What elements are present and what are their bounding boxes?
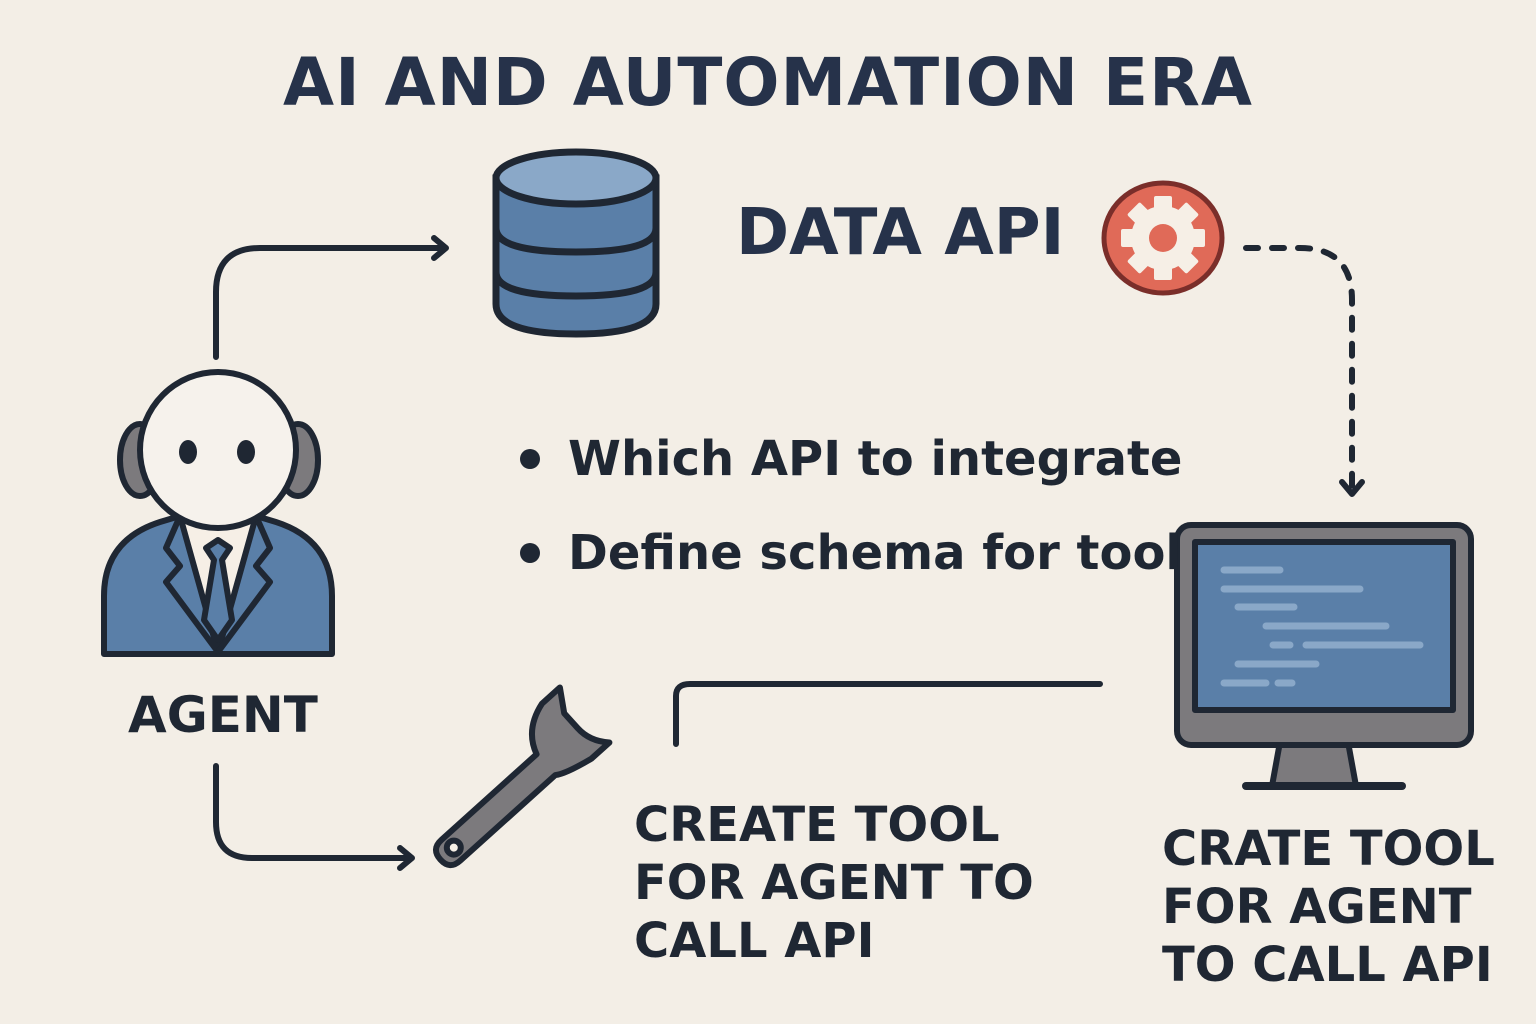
bullet-text: Define schema for tool [568,525,1182,581]
monitor-code-icon [1174,522,1474,790]
arrow-agent-to-database [213,235,449,360]
agent-label: AGENT [128,686,318,744]
connector-tool-to-computer [673,681,1103,747]
dashed-arrow-api-to-computer [1243,245,1365,497]
caption-line: FOR AGENT [1162,879,1472,935]
caption-line: CREATE TOOL [634,797,1000,853]
bullet-icon [520,449,540,469]
database-icon [492,148,660,338]
gear-icon [1101,180,1225,296]
agent-businessman-icon [101,369,335,657]
create-tool-caption: CREATE TOOL FOR AGENT TO CALL API [634,796,1034,970]
caption-line: CRATE TOOL [1162,821,1495,877]
caption-line: CALL API [634,913,875,969]
arrow-agent-to-tool [213,763,415,871]
caption-line: TO CALL API [1162,937,1493,993]
bullet-icon [520,543,540,563]
data-api-label: DATA API [736,196,1065,270]
requirements-list: Which API to integrate Define schema for… [520,412,1182,600]
bullet-text: Which API to integrate [568,431,1183,487]
caption-line: FOR AGENT TO [634,855,1034,911]
list-item: Define schema for tool [520,506,1182,600]
wrench-icon [433,684,613,869]
computer-step-caption: CRATE TOOL FOR AGENT TO CALL API [1162,820,1495,994]
diagram-title: AI AND AUTOMATION ERA [283,44,1253,121]
list-item: Which API to integrate [520,412,1182,506]
